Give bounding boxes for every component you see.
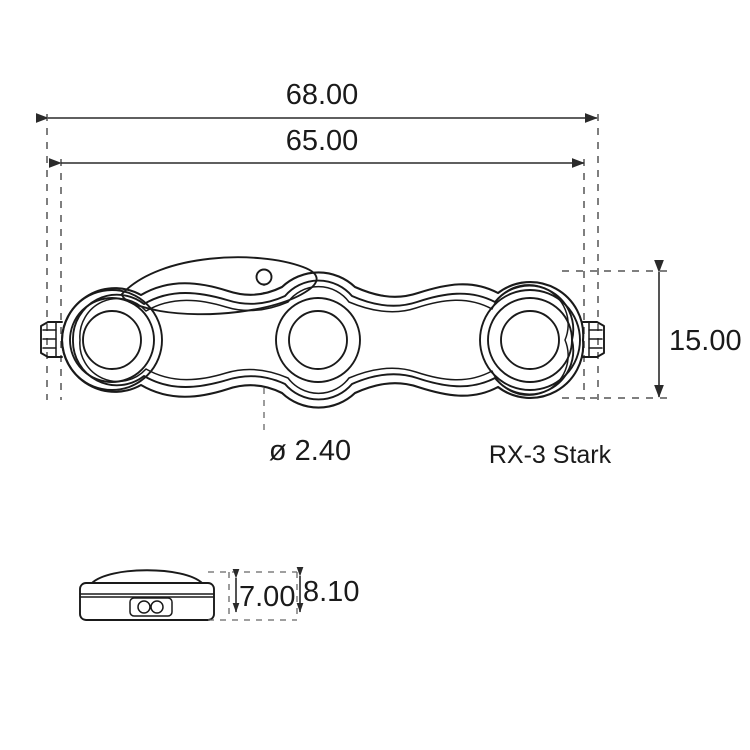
top-view — [40, 256, 605, 409]
lobe-right-ring-outer — [479, 289, 581, 391]
lobe-middle-center-hole — [288, 310, 348, 370]
right-tab — [582, 321, 605, 358]
small-hole — [255, 268, 273, 286]
extension-lines-group — [46, 114, 599, 400]
side-dome-arc — [91, 569, 203, 584]
left-tab-body — [40, 321, 63, 358]
dimension-inner-length: 65.00 — [48, 125, 585, 168]
part-name-label: RX-3 Stark — [489, 441, 612, 469]
side-view-dimensions: 7.00 8.10 — [208, 566, 359, 621]
dimension-label-810: 8.10 — [303, 576, 359, 608]
lobe-left-center-hole — [82, 310, 142, 370]
dimension-height: 15.00 — [654, 259, 742, 398]
left-tab — [40, 321, 63, 358]
side-view — [79, 569, 215, 621]
lobe-right-ring-mid — [487, 297, 573, 383]
side-button-circle-left — [137, 600, 151, 614]
lobe-left-ring-outer — [61, 289, 163, 391]
right-tab-body — [582, 321, 605, 358]
body-inner-outline-secondary — [79, 284, 569, 396]
dimension-label-7: 7.00 — [239, 581, 295, 613]
side-button-circle-right — [150, 600, 164, 614]
dimension-label-hole-diameter: ø 2.40 — [269, 435, 351, 467]
lobe-right-center-hole — [500, 310, 560, 370]
lobe-middle-ring-outer — [275, 297, 361, 383]
extension-lines-height-group — [562, 270, 668, 399]
dimension-label-15: 15.00 — [669, 325, 742, 357]
dimension-label-65: 65.00 — [286, 125, 359, 157]
lobe-left-ring-mid — [69, 297, 155, 383]
dimension-overall-length: 68.00 — [35, 79, 598, 123]
dome-overlay — [121, 256, 318, 316]
dimension-label-68: 68.00 — [286, 79, 359, 111]
